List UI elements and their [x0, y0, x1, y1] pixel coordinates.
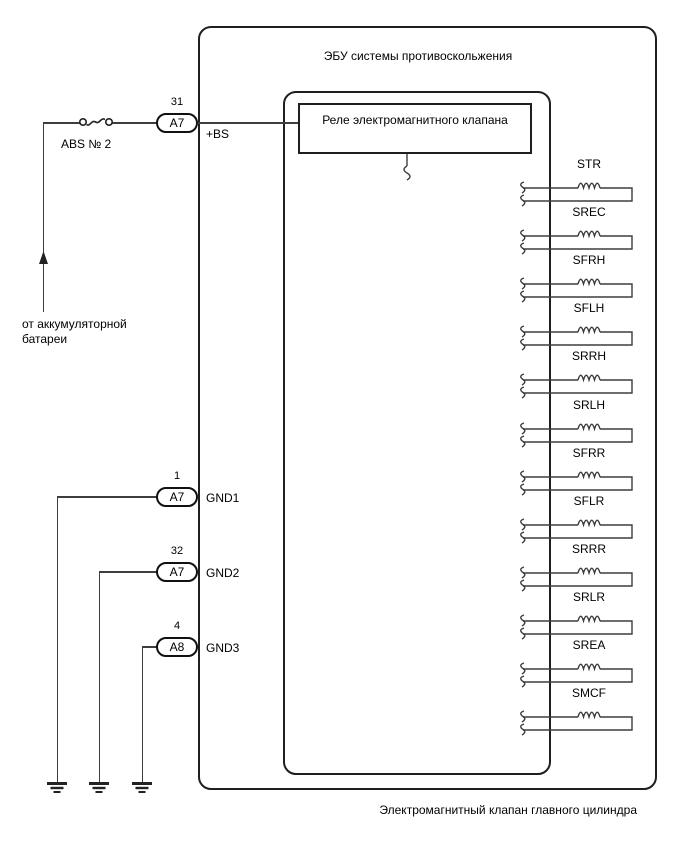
- ground-icon: [130, 782, 154, 794]
- solenoid-coil-icon: [520, 229, 633, 255]
- gnd3-wire-horizontal: [142, 646, 157, 648]
- relay-box: Реле электромагнитного клапана: [298, 103, 532, 154]
- battery-label-line1: от аккумуляторной: [22, 317, 127, 331]
- valve-unit: STR: [512, 157, 642, 207]
- valve-unit: SRLR: [512, 590, 642, 640]
- pin-gnd3: 4 A8 GND3: [156, 620, 239, 657]
- solenoid-coil-icon: [520, 710, 633, 736]
- battery-wire-horizontal: [43, 122, 81, 124]
- pin-signal-label: GND3: [206, 641, 240, 655]
- pin-connector: A7: [156, 113, 198, 133]
- valve-unit: SFRH: [512, 253, 642, 303]
- ecu-title: ЭБУ системы противоскольжения: [323, 49, 513, 63]
- valve-unit: SREC: [512, 205, 642, 255]
- pin-number: 4: [173, 620, 181, 632]
- fuse-label: ABS № 2: [61, 137, 112, 151]
- valve-unit: SFRR: [512, 446, 642, 496]
- valve-label: SRLR: [572, 590, 605, 604]
- solenoid-coil-icon: [520, 614, 633, 640]
- solenoid-coil-icon: [520, 181, 633, 207]
- pin-bs: 31 A7 +BS: [156, 96, 229, 141]
- battery-label-line2: батареи: [22, 332, 68, 346]
- solenoid-coil-icon: [520, 325, 633, 351]
- pin-number: 32: [170, 545, 184, 557]
- ecu-box: [198, 26, 657, 790]
- wire-break-icon: [403, 154, 411, 181]
- pin-signal-label: +BS: [206, 127, 230, 141]
- valve-label: SMCF: [572, 686, 606, 700]
- gnd2-wire-vertical: [98, 571, 100, 784]
- valve-label: SREA: [572, 638, 606, 652]
- battery-wire-vertical: [42, 122, 44, 312]
- gnd1-wire-horizontal: [57, 496, 157, 498]
- gnd2-wire-horizontal: [99, 571, 157, 573]
- fuse-icon: [78, 118, 113, 127]
- ground-icon: [87, 782, 111, 794]
- gnd1-wire-vertical: [56, 496, 58, 784]
- gnd3-wire-vertical: [141, 646, 143, 784]
- valve-label: SFRR: [572, 446, 606, 460]
- battery-source-label: от аккумуляторной батареи: [22, 317, 162, 347]
- pin-number: 31: [170, 96, 184, 108]
- valve-label: SFLH: [573, 301, 605, 315]
- valve-label: STR: [577, 157, 601, 171]
- valve-label: SRRH: [571, 349, 606, 363]
- pin-number: 1: [173, 470, 181, 482]
- valve-unit: SMCF: [512, 686, 642, 736]
- pin-connector: A7: [156, 562, 198, 582]
- valve-label: SRLH: [572, 398, 605, 412]
- relay-label: Реле электромагнитного клапана: [322, 113, 508, 127]
- bottom-caption: Электромагнитный клапан главного цилиндр…: [379, 803, 637, 817]
- pin-connector: A8: [156, 637, 198, 657]
- fuse-to-pin-wire: [109, 122, 157, 124]
- valve-label: SRRR: [571, 542, 606, 556]
- pin-gnd1: 1 A7 GND1: [156, 470, 239, 507]
- ground-icon: [45, 782, 69, 794]
- solenoid-coil-icon: [520, 566, 633, 592]
- valve-unit: SFLH: [512, 301, 642, 351]
- solenoid-coil-icon: [520, 470, 633, 496]
- solenoid-coil-icon: [520, 662, 633, 688]
- solenoid-coil-icon: [520, 277, 633, 303]
- valve-unit: SRRR: [512, 542, 642, 592]
- valve-label: SFLR: [573, 494, 605, 508]
- solenoid-coil-icon: [520, 373, 633, 399]
- valve-unit: SRRH: [512, 349, 642, 399]
- valve-unit: SREA: [512, 638, 642, 688]
- pin-signal-label: GND2: [206, 566, 240, 580]
- solenoid-coil-icon: [520, 518, 633, 544]
- current-direction-arrow-icon: [39, 251, 48, 264]
- valve-unit: SFLR: [512, 494, 642, 544]
- valve-label: SFRH: [572, 253, 606, 267]
- ecu-inner-box: [283, 91, 551, 775]
- pin-connector: A7: [156, 487, 198, 507]
- valve-unit: SRLH: [512, 398, 642, 448]
- solenoid-coil-icon: [520, 422, 633, 448]
- bs-to-relay-wire: [198, 122, 298, 124]
- pin-signal-label: GND1: [206, 491, 240, 505]
- pin-gnd2: 32 A7 GND2: [156, 545, 239, 582]
- valve-label: SREC: [572, 205, 606, 219]
